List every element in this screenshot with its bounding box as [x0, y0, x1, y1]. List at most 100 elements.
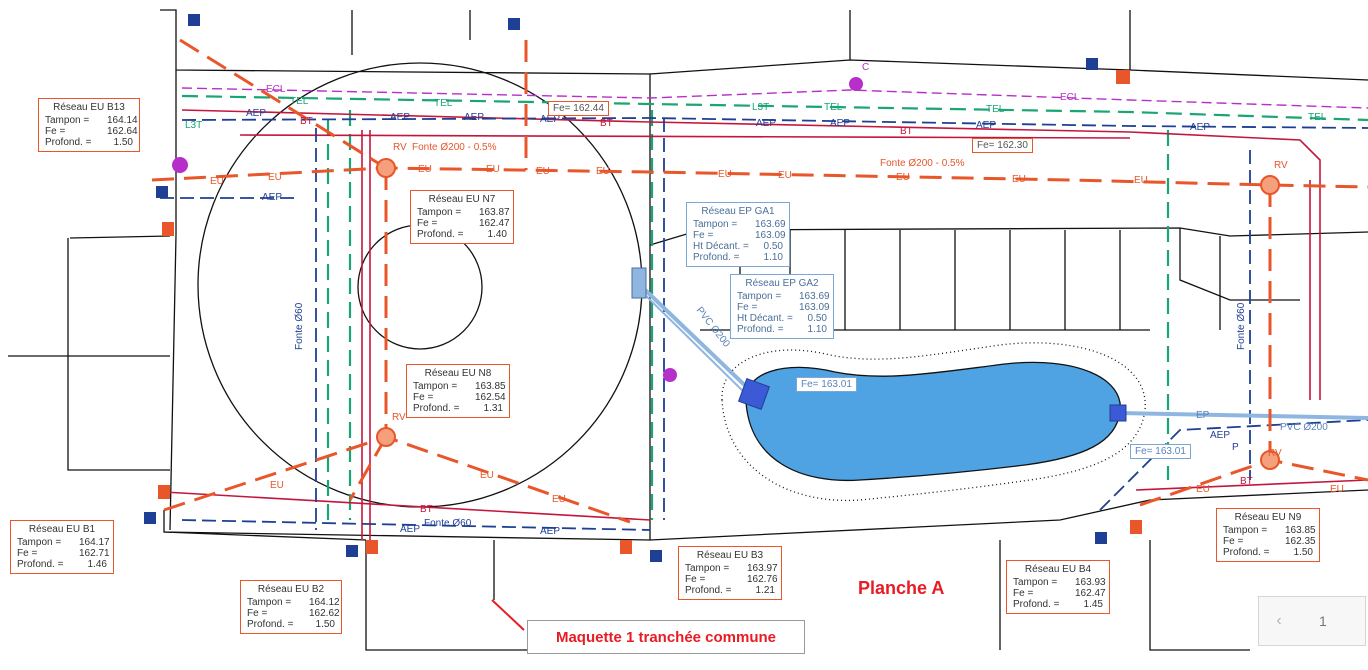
field-value: 1.21: [755, 585, 775, 596]
label-aep: AEP: [262, 192, 282, 203]
field-value: 162.35: [1285, 536, 1316, 547]
field-value: 1.40: [487, 229, 507, 240]
fe-tag-value: 163.01: [821, 379, 852, 390]
box-title: Réseau EP GA2: [745, 278, 819, 289]
field-value: 1.45: [1083, 599, 1103, 610]
label-eu: EU: [480, 470, 494, 481]
field-label: Tampon =: [417, 207, 462, 218]
field-label: Tampon =: [247, 597, 292, 608]
label-bt: BT: [420, 504, 433, 515]
field-label: Tampon =: [737, 291, 782, 302]
field-label: Profond. =: [1223, 547, 1270, 558]
field-label: Fe =: [413, 392, 434, 403]
label-aep: AEP: [1210, 430, 1230, 441]
field-value: 1.50: [315, 619, 335, 630]
label-aep: AEP: [976, 120, 996, 131]
field-value: 162.76: [747, 574, 778, 585]
box-title: Réseau EP GA1: [701, 206, 775, 217]
label-eu: EU: [486, 164, 500, 175]
field-value: 0.50: [763, 241, 783, 252]
label-aep: AEP: [390, 112, 410, 123]
field-label: Tampon =: [17, 537, 62, 548]
fe-tag-value: 162.44: [573, 103, 604, 114]
label-rv: RV: [393, 142, 407, 153]
field-value: 163.97: [747, 563, 778, 574]
field-value: 1.46: [87, 559, 107, 570]
page-number: 1: [1319, 613, 1327, 629]
field-value: 0.50: [807, 313, 827, 324]
label-bt: BT: [1240, 476, 1253, 487]
chevron-left-icon[interactable]: ‹: [1276, 612, 1282, 629]
manhole-n8: [376, 427, 396, 447]
fe-tag-value: 162.30: [997, 140, 1028, 151]
label-aep: AEP: [756, 118, 776, 129]
field-label: Profond. =: [737, 324, 784, 335]
info-box-n7: Réseau EU N7 Tampon =163.87 Fe =162.47 P…: [410, 190, 514, 244]
field-value: 163.69: [799, 291, 830, 302]
field-value: 1.10: [763, 252, 783, 263]
field-value: 162.62: [309, 608, 340, 619]
info-box-b3: Réseau EU B3 Tampon =163.97 Fe =162.76 P…: [678, 546, 782, 600]
field-label: Fe =: [45, 126, 66, 137]
label-tel: TEL: [824, 102, 843, 113]
info-box-b4: Réseau EU B4 Tampon =163.93 Fe =162.47 P…: [1006, 560, 1110, 614]
info-box-ga2: Réseau EP GA2 Tampon =163.69 Fe =163.09 …: [730, 274, 834, 339]
box-title: Réseau EU B3: [696, 550, 764, 561]
label-tel: TEL: [434, 98, 453, 109]
label-eu: EU: [1134, 175, 1148, 186]
aep-network: [160, 117, 1368, 531]
label-eu: EU: [270, 480, 284, 491]
page-navigator: ‹ 1: [1258, 596, 1366, 646]
fe-tag-label: Fe=: [1135, 446, 1153, 457]
label-fonte-200: Fonte Ø200 - 0.5%: [880, 158, 965, 169]
label-fonte-60: Fonte Ø60: [294, 302, 305, 350]
field-label: Profond. =: [17, 559, 64, 570]
box-title: Réseau EU B1: [28, 524, 96, 535]
label-aep: AEP: [540, 114, 560, 125]
field-label: Fe =: [17, 548, 38, 559]
label-aep: AEP: [1190, 122, 1210, 133]
field-label: Fe =: [737, 302, 758, 313]
info-box-ga1: Réseau EP GA1 Tampon =163.69 Fe =163.09 …: [686, 202, 790, 267]
label-ep: EP: [1196, 410, 1210, 421]
fe-tag-value: 163.01: [1155, 446, 1186, 457]
manhole-n9: [1260, 175, 1280, 195]
info-box-b13: Réseau EU B13 Tampon =164.14 Fe =162.64 …: [38, 98, 140, 152]
label-p: P: [1232, 442, 1239, 453]
box-title: Réseau EU B2: [257, 584, 325, 595]
box-title: Réseau EU N9: [1234, 512, 1302, 523]
info-box-n8: Réseau EU N8 Tampon =163.85 Fe =162.54 P…: [406, 364, 510, 418]
field-value: 163.69: [755, 219, 786, 230]
manhole-n7: [376, 158, 396, 178]
fe-tag: Fe= 163.01: [1130, 444, 1191, 459]
info-box-b1: Réseau EU B1 Tampon =164.17 Fe =162.71 P…: [10, 520, 114, 574]
field-value: 163.85: [1285, 525, 1316, 536]
label-eu: EU: [418, 164, 432, 175]
field-value: 164.14: [107, 115, 138, 126]
label-eu: EU: [778, 170, 792, 181]
field-label: Tampon =: [45, 115, 90, 126]
fe-tag-label: Fe=: [801, 379, 819, 390]
eu-network: [151, 38, 1368, 524]
label-eu: EU: [552, 494, 566, 505]
label-eu: EU: [718, 169, 732, 180]
sheet-title: Planche A: [858, 578, 945, 598]
label-rv: RV: [392, 412, 406, 423]
label-pvc-200: PVC Ø200: [1280, 422, 1328, 433]
box-title: Réseau EU B4: [1024, 564, 1092, 575]
field-label: Ht Décant. =: [737, 313, 793, 324]
box-title: Réseau EU N8: [424, 368, 492, 379]
label-rv: RV: [1268, 448, 1282, 459]
field-value: 164.17: [79, 537, 110, 548]
label-tel: TEL: [986, 104, 1005, 115]
label-bt: BT: [300, 116, 313, 127]
ecl-network: [181, 87, 1368, 109]
field-value: 162.47: [1075, 588, 1106, 599]
label-bt: BT: [900, 126, 913, 137]
field-value: 164.12: [309, 597, 340, 608]
fe-tag: Fe= 163.01: [796, 377, 857, 392]
field-value: 1.10: [807, 324, 827, 335]
field-value: 163.93: [1075, 577, 1106, 588]
label-eu: EU: [536, 166, 550, 177]
